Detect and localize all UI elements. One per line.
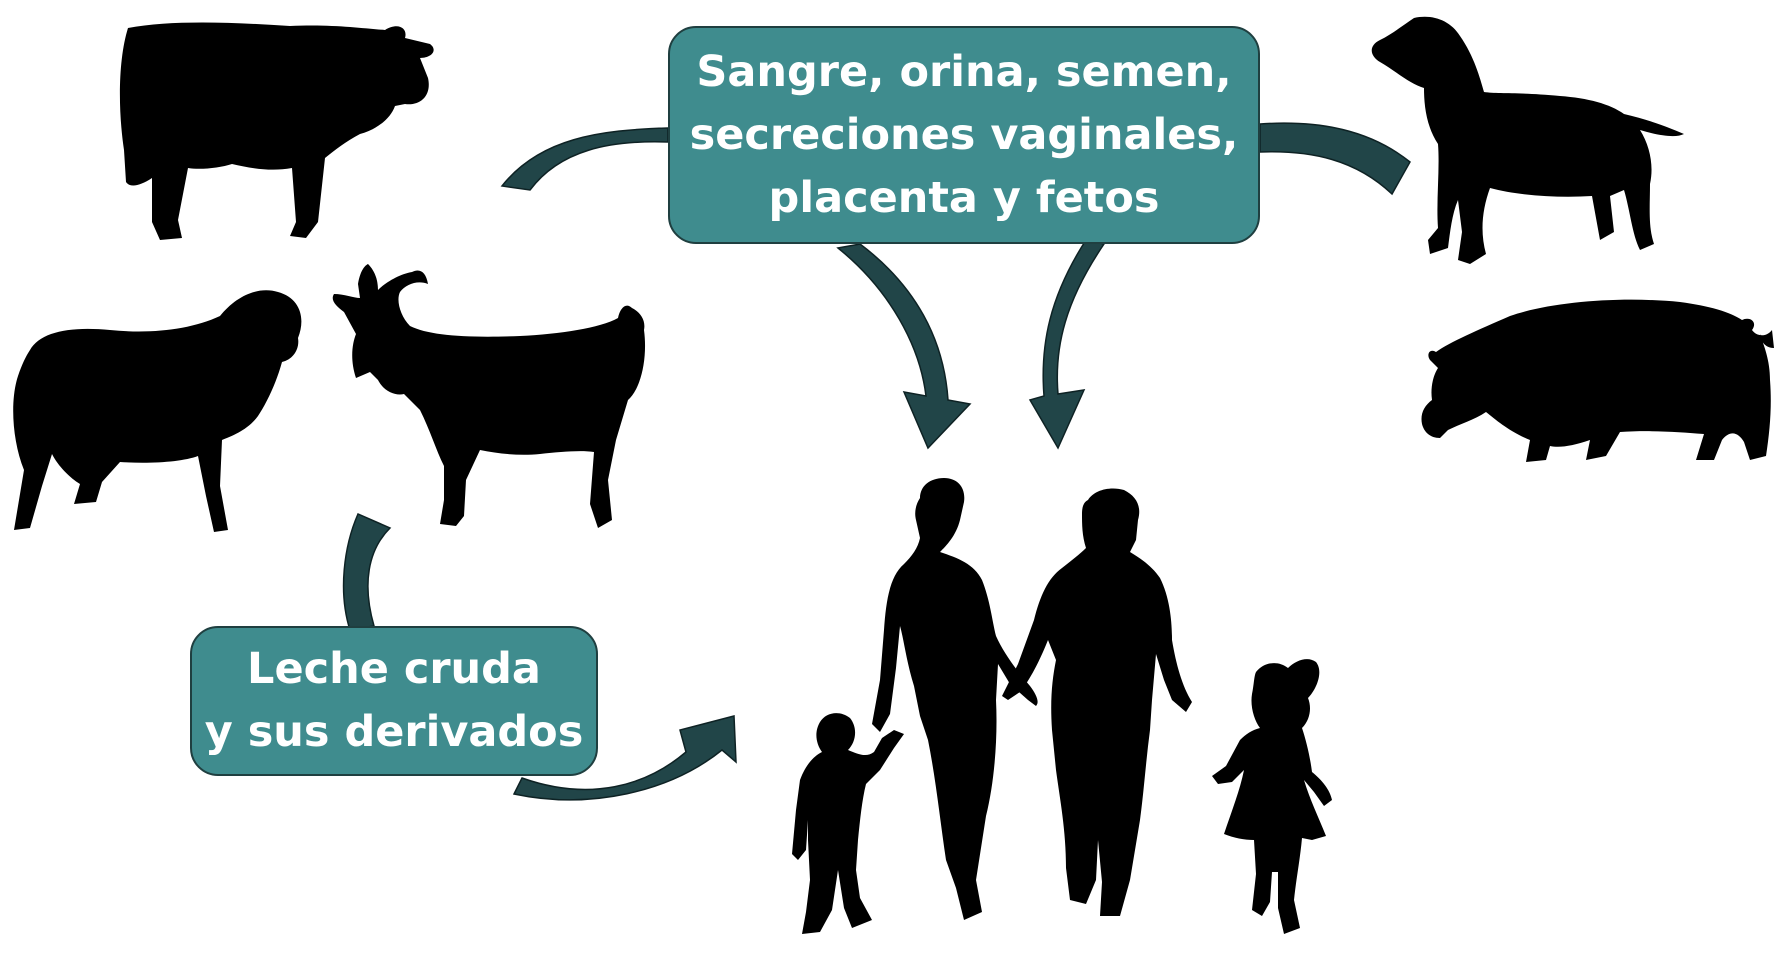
milk-products-box: Leche cruda y sus derivados <box>190 626 598 776</box>
arrow-top-to-family-left <box>836 243 972 450</box>
sheep-icon <box>13 290 302 532</box>
goat-icon <box>332 264 646 528</box>
arrow-top-to-family-right <box>1028 239 1106 450</box>
pig-icon <box>1421 299 1774 462</box>
box-line: Leche cruda <box>247 644 541 694</box>
arrow-sheep-to-milk <box>342 513 392 631</box>
arrow-top-right <box>1259 122 1411 196</box>
box-line: Sangre, orina, semen, <box>696 46 1232 97</box>
dog-icon <box>1371 16 1684 264</box>
box-line: placenta y fetos <box>768 172 1160 223</box>
arrow-milk-to-family <box>512 715 737 801</box>
box-line: y sus derivados <box>204 707 584 757</box>
box-line: secreciones vaginales, <box>689 109 1239 160</box>
transmission-routes-box: Sangre, orina, semen, secreciones vagina… <box>668 26 1260 244</box>
arrow-top-left <box>500 127 669 191</box>
family-icon <box>792 478 1332 934</box>
cow-icon <box>119 22 434 240</box>
